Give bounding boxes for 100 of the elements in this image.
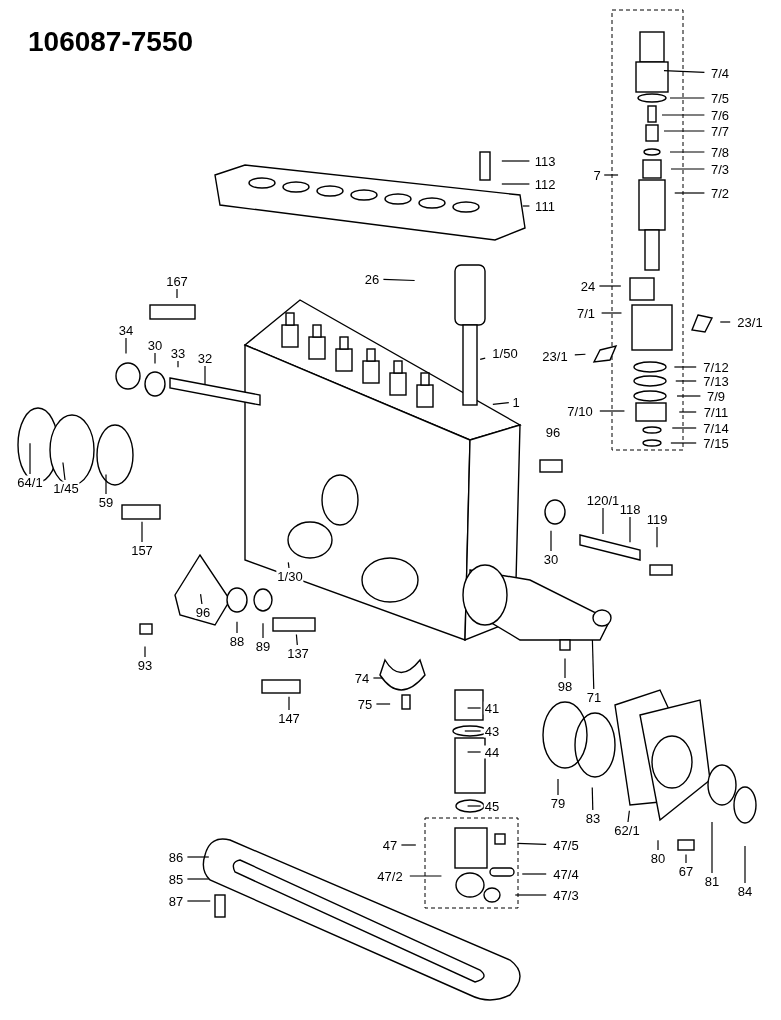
callout-number: 7/7 <box>709 124 731 138</box>
leader-line <box>685 854 687 864</box>
part-number-title: 106087-7550 <box>28 28 194 56</box>
leader-line <box>629 516 631 543</box>
callout-number: 88 <box>228 634 246 648</box>
callout-number: 44 <box>483 745 501 759</box>
callout-number: 47/3 <box>552 888 580 902</box>
leader-line <box>557 778 559 796</box>
callout-number: 26 <box>363 272 381 286</box>
leader-line <box>287 561 290 569</box>
callout-number: 80 <box>649 851 667 865</box>
leader-line <box>670 168 705 170</box>
callout-number: 79 <box>549 796 567 810</box>
leader-line <box>657 839 659 851</box>
leader-line <box>501 183 530 185</box>
leader-line <box>550 530 552 552</box>
callout-number: 137 <box>286 646 310 660</box>
callout-number: 7/1 <box>575 306 597 320</box>
callout-number: 157 <box>130 543 154 557</box>
leader-line <box>125 337 127 354</box>
callout-number: 96 <box>545 425 561 439</box>
callout-number: 47/2 <box>376 869 404 883</box>
callout-number: 1/50 <box>491 346 519 360</box>
callout-number: 30 <box>146 338 164 352</box>
callout-number: 167 <box>165 274 189 288</box>
leader-line <box>601 312 623 314</box>
callout-number: 67 <box>677 864 695 878</box>
callout-number: 32 <box>196 351 214 365</box>
callout-number: 1/45 <box>52 481 80 495</box>
callout-number: 120/1 <box>585 493 621 507</box>
callout-number: 98 <box>556 679 574 693</box>
leader-line <box>656 526 658 548</box>
leader-line <box>295 633 298 646</box>
leader-line <box>516 842 547 845</box>
leader-line <box>675 380 697 382</box>
leader-line <box>603 174 619 176</box>
callout-number: 112 <box>533 177 557 191</box>
leader-line <box>663 70 705 73</box>
callout-number: 113 <box>533 154 557 168</box>
leader-line <box>501 160 530 162</box>
leader-line <box>382 278 416 282</box>
leader-line <box>663 130 705 132</box>
callout-number: 24 <box>579 279 597 293</box>
leader-line <box>154 352 156 365</box>
leader-line <box>674 192 705 194</box>
callout-number: 86 <box>167 850 185 864</box>
callout-number: 7/9 <box>705 389 727 403</box>
callout-number: 119 <box>645 512 669 526</box>
leader-line <box>105 473 107 495</box>
callout-number: 7/10 <box>566 404 594 418</box>
leader-line <box>186 856 210 858</box>
leader-line <box>492 402 510 405</box>
callout-number: 71 <box>585 690 603 704</box>
leader-line <box>669 151 705 153</box>
leader-line <box>521 873 547 875</box>
callout-number: 85 <box>167 872 185 886</box>
leader-line <box>466 751 482 753</box>
callout-number: 74 <box>353 671 371 685</box>
callout-number: 47/5 <box>552 838 580 852</box>
callout-number: 41 <box>483 701 501 715</box>
leader-line <box>599 410 626 412</box>
leader-line <box>176 288 178 299</box>
callout-number: 43 <box>483 724 501 738</box>
leader-line <box>514 894 547 896</box>
callout-number: 89 <box>254 639 272 653</box>
leader-line <box>602 507 604 535</box>
callout-number: 83 <box>584 811 602 825</box>
callout-number: 7/12 <box>702 360 730 374</box>
callout-number: 7/5 <box>709 91 731 105</box>
leader-line <box>479 357 486 361</box>
callout-number: 1 <box>511 395 521 409</box>
callout-number: 7/11 <box>702 405 730 419</box>
callout-number: 7/3 <box>709 162 731 176</box>
callout-number: 33 <box>169 346 187 360</box>
leader-line <box>204 365 206 385</box>
leader-line <box>598 285 622 287</box>
callout-number: 45 <box>483 799 501 813</box>
leader-line <box>409 875 443 877</box>
leader-line <box>400 844 417 846</box>
leader-line <box>375 703 391 705</box>
leader-line <box>62 461 66 481</box>
callout-number: 47 <box>381 838 399 852</box>
leader-line <box>372 677 383 679</box>
leader-line <box>288 696 290 711</box>
callout-number: 62/1 <box>613 823 641 837</box>
leader-line <box>670 442 697 444</box>
callout-number: 75 <box>356 697 374 711</box>
leader-line <box>186 878 210 880</box>
leader-line <box>177 360 179 368</box>
callout-number: 34 <box>117 323 135 337</box>
callout-number: 93 <box>136 658 154 672</box>
callout-number: 7/6 <box>709 108 731 122</box>
leader-line <box>29 442 31 475</box>
callout-number: 7/13 <box>702 374 730 388</box>
callout-number: 23/1 <box>736 315 764 329</box>
callout-number: 59 <box>97 495 115 509</box>
callout-number: 147 <box>277 711 301 725</box>
leader-line <box>262 622 264 639</box>
leader-line <box>744 845 746 884</box>
leader-line <box>719 321 731 323</box>
